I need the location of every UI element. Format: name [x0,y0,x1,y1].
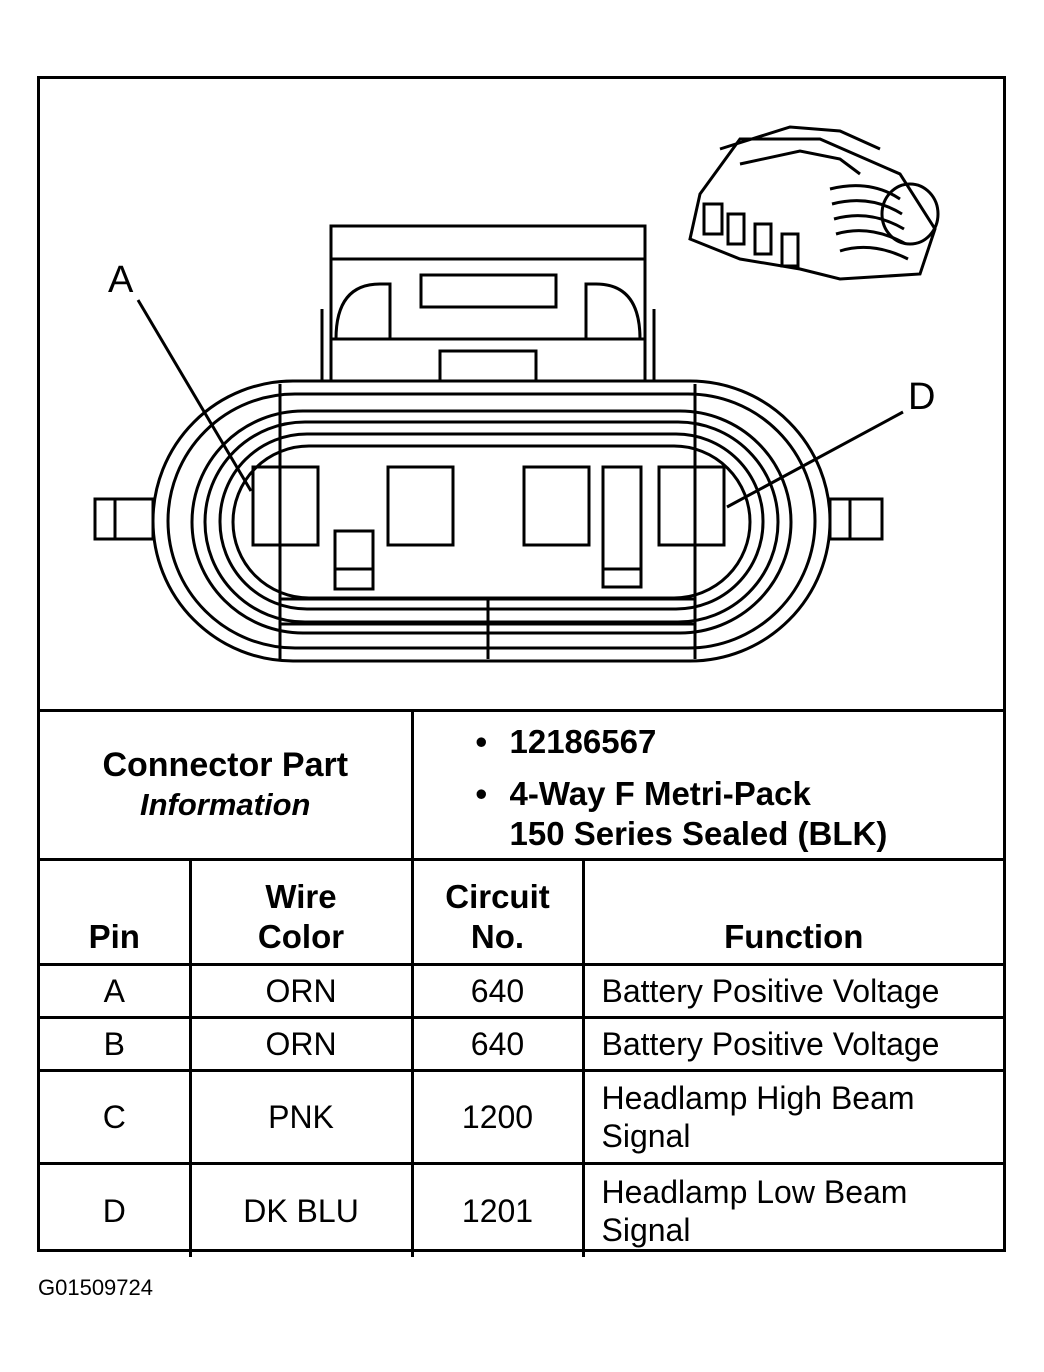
connector-diagram: A D [93,125,940,663]
pin-cell: A [40,963,192,1019]
side-tab-left [93,497,155,541]
wire-color-cell: ORN [188,1016,414,1072]
wire-color-cell: ORN [188,963,414,1019]
table-row: C PNK 1200 Headlamp High Beam Signal [40,1069,1003,1165]
latch-housing [329,224,647,383]
cavity-b [386,465,455,547]
pin-cell: B [40,1016,192,1072]
table-row: D DK BLU 1201 Headlamp Low Beam Signal [40,1162,1003,1257]
connector-part-title: Connector Part [102,746,349,784]
function-cell: Battery Positive Voltage [581,1016,1003,1072]
pin-label-d: D [908,376,935,418]
circuit-cell: 1201 [410,1162,585,1257]
connector-part-label-cell: Connector Part Information [40,709,414,861]
cavity-c [522,465,591,547]
connector-type-item: •4-Way F Metri-Pack 150 Series Sealed (B… [475,775,888,852]
header-wire-color: Wire Color [188,858,414,966]
connector-part-values: •12186567 •4-Way F Metri-Pack 150 Series… [410,709,1003,861]
connector-sketch [688,125,940,281]
circuit-cell: 640 [410,1016,585,1072]
cavity-d [657,465,726,547]
leader-d [726,410,904,509]
header-function: Function [581,858,1003,966]
connector-part-subtitle: Information [140,787,311,822]
function-cell: Headlamp High Beam Signal [581,1069,1003,1165]
side-tab-right [828,497,884,541]
cavity-a [251,465,320,547]
table-row: B ORN 640 Battery Positive Voltage [40,1016,1003,1072]
table-header-row: Pin Wire Color Circuit No. Function [40,858,1003,966]
pin-cell: C [40,1069,192,1165]
header-pin: Pin [40,858,192,966]
circuit-cell: 1200 [410,1069,585,1165]
pin-label-a: A [108,259,134,301]
locking-key [333,529,375,591]
table-row: A ORN 640 Battery Positive Voltage [40,963,1003,1019]
connector-info-table: Connector Part Information •12186567 •4-… [40,709,1003,1257]
figure-id: G01509724 [38,1275,153,1300]
wire-color-cell: DK BLU [188,1162,414,1257]
header-circuit-no: Circuit No. [410,858,585,966]
part-number-item: •12186567 [475,723,657,760]
function-cell: Headlamp Low Beam Signal [581,1162,1003,1257]
leader-a [136,299,253,492]
wire-color-cell: PNK [188,1069,414,1165]
function-cell: Battery Positive Voltage [581,963,1003,1019]
diagram-frame: A D Connector Part Information •12186567… [37,76,1006,1257]
latch-window [419,273,558,309]
pin-cell: D [40,1162,192,1257]
polarizing-key [601,465,643,589]
circuit-cell: 640 [410,963,585,1019]
